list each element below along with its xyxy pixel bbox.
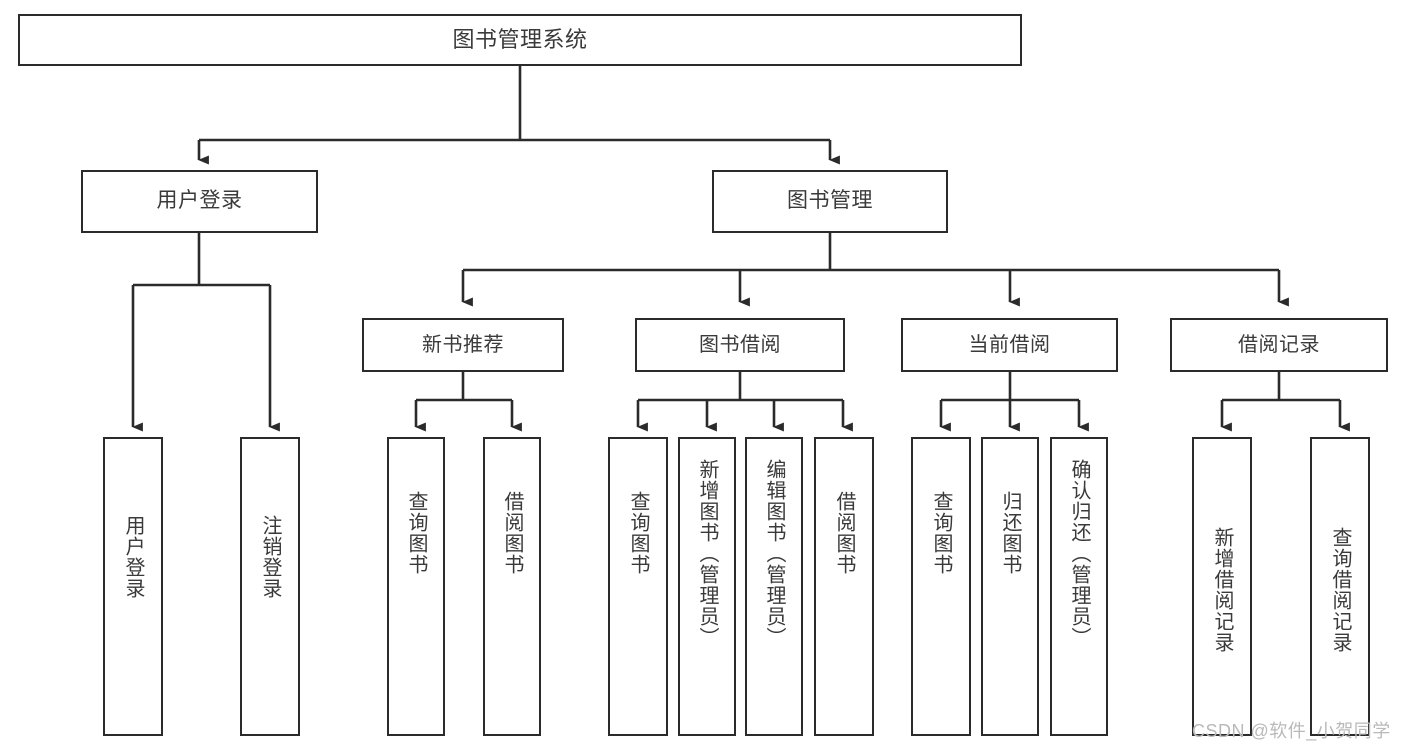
node-leaf-query-book-1-label: 查询图书 [405, 491, 427, 575]
node-leaf-query-book-3[interactable]: 查询图书 [911, 437, 971, 736]
node-leaf-confirm-return-label: 确认归还（管理员） [1068, 459, 1090, 648]
node-leaf-query-borrow-record[interactable]: 查询借阅记录 [1310, 437, 1370, 736]
node-leaf-borrow-book-2[interactable]: 借阅图书 [814, 437, 874, 736]
node-leaf-add-book[interactable]: 新增图书（管理员） [678, 437, 736, 736]
node-current-borrow-label: 当前借阅 [968, 333, 1051, 356]
csdn-watermark: CSDN @软件_小贺同学 [1192, 721, 1391, 741]
node-leaf-borrow-book-1-label: 借阅图书 [501, 491, 523, 575]
node-user-login[interactable]: 用户登录 [81, 170, 318, 233]
node-book-borrow[interactable]: 图书借阅 [635, 318, 845, 372]
node-borrow-record[interactable]: 借阅记录 [1170, 318, 1388, 372]
node-leaf-return-book[interactable]: 归还图书 [981, 437, 1039, 736]
node-borrow-record-label: 借阅记录 [1238, 333, 1320, 356]
node-leaf-add-book-label: 新增图书（管理员） [696, 459, 718, 648]
node-leaf-user-login-label: 用户登录 [122, 515, 144, 599]
node-leaf-borrow-book-1[interactable]: 借阅图书 [483, 437, 541, 736]
node-leaf-confirm-return[interactable]: 确认归还（管理员） [1050, 437, 1108, 736]
node-leaf-return-book-label: 归还图书 [999, 491, 1021, 575]
node-leaf-query-borrow-record-label: 查询借阅记录 [1329, 527, 1351, 653]
node-root[interactable]: 图书管理系统 [18, 14, 1022, 66]
node-leaf-add-borrow-record[interactable]: 新增借阅记录 [1192, 437, 1252, 736]
node-leaf-user-login[interactable]: 用户登录 [103, 437, 163, 736]
node-root-label: 图书管理系统 [452, 27, 588, 53]
node-leaf-query-book-1[interactable]: 查询图书 [387, 437, 445, 736]
node-leaf-logout[interactable]: 注销登录 [240, 437, 300, 736]
node-book-management-label: 图书管理 [787, 189, 873, 213]
node-leaf-edit-book-label: 编辑图书（管理员） [763, 459, 785, 648]
node-leaf-query-book-3-label: 查询图书 [930, 491, 952, 575]
node-new-book-recommend[interactable]: 新书推荐 [362, 318, 564, 372]
node-user-login-label: 用户登录 [156, 189, 243, 213]
node-current-borrow[interactable]: 当前借阅 [901, 318, 1118, 372]
node-new-book-recommend-label: 新书推荐 [422, 333, 504, 356]
node-leaf-logout-label: 注销登录 [259, 515, 281, 599]
node-leaf-edit-book[interactable]: 编辑图书（管理员） [745, 437, 803, 736]
node-book-borrow-label: 图书借阅 [699, 333, 781, 356]
node-leaf-query-book-2-label: 查询图书 [627, 491, 649, 575]
node-leaf-add-borrow-record-label: 新增借阅记录 [1211, 527, 1233, 653]
node-leaf-query-book-2[interactable]: 查询图书 [608, 437, 668, 736]
node-leaf-borrow-book-2-label: 借阅图书 [833, 491, 855, 575]
node-book-management[interactable]: 图书管理 [712, 170, 948, 233]
